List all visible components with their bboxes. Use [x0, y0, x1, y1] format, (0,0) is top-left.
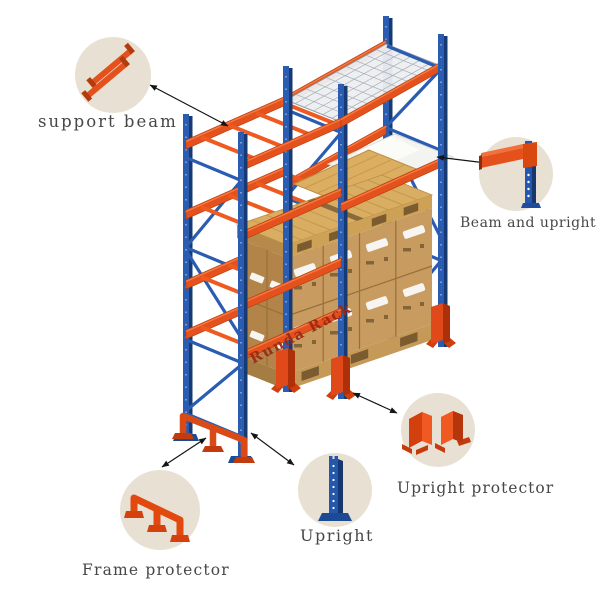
label-beam-and-upright: Beam and upright [460, 215, 597, 231]
arrow-beam-and-upright [436, 154, 487, 166]
arrow-upright-protector [352, 392, 398, 414]
wire-mesh-deck [284, 43, 443, 123]
label-upright: Upright [300, 526, 374, 545]
upright-post [326, 84, 356, 400]
rack-beams-front [240, 61, 442, 362]
upright-protector-icon [401, 393, 475, 467]
support-beam-icon [75, 37, 151, 113]
label-support-beam: support beam [38, 112, 178, 131]
arrow-frame-protector [161, 437, 207, 468]
frame-protector-part [172, 412, 255, 463]
pallet-rack [172, 16, 456, 463]
label-frame-protector: Frame protector [82, 561, 230, 579]
callout-arrows [149, 84, 487, 468]
label-upright-protector: Upright protector [397, 479, 555, 497]
upright-post [426, 34, 456, 348]
arrow-support-beam [149, 84, 229, 127]
upright-post [271, 66, 301, 393]
frame-protector-icon [120, 470, 200, 550]
arrow-upright [250, 432, 295, 466]
frame-bracing [385, 44, 442, 152]
beam-and-upright-icon [479, 137, 553, 211]
upright-icon [298, 453, 372, 527]
